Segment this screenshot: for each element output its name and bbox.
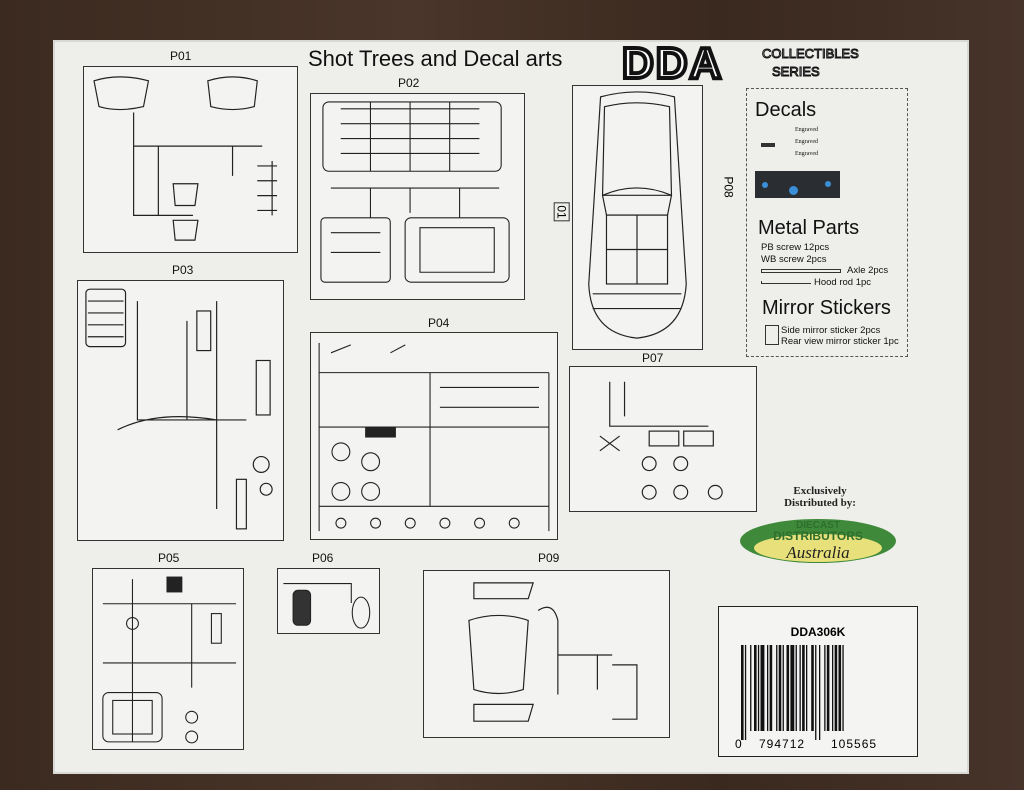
distributor: Exclusively Distributed by:: [740, 485, 900, 509]
panel-p06: [277, 568, 380, 634]
barcode-box: DDA306K 0 794712 105565: [718, 606, 918, 757]
label-p08: P08: [721, 176, 736, 198]
decals-heading: Decals: [755, 99, 817, 121]
barcode-bar: [799, 645, 801, 731]
barcode-bar: [750, 645, 752, 731]
panel-p01: [83, 66, 298, 253]
barcode-right: 105565: [831, 737, 878, 751]
barcode-bar: [754, 645, 757, 731]
logo-line2: SERIES: [772, 64, 820, 79]
barcode-bar: [767, 645, 769, 731]
barcode-bar: [834, 645, 838, 731]
engraved-1: Engraved: [795, 127, 818, 133]
dda-logo: DDA COLLECTIBLES SERIES: [620, 37, 862, 90]
barcode-bar: [778, 645, 782, 731]
metal-heading: Metal Parts: [758, 217, 860, 239]
svg-text:Australia: Australia: [785, 543, 849, 562]
mirror-sticker-icon: [765, 325, 779, 345]
panel-p09: [423, 570, 670, 738]
barcode-bar: [790, 645, 795, 731]
logo-line1: COLLECTIBLES: [762, 46, 859, 61]
panel-p02: [310, 93, 525, 300]
mirror-side: Side mirror sticker 2pcs: [781, 325, 881, 336]
label-p06: P06: [312, 551, 334, 565]
label-p01: P01: [170, 49, 192, 63]
panel-p03: [77, 280, 284, 541]
engraved-3: Engraved: [795, 151, 818, 157]
logo-letters: DDA: [622, 40, 723, 82]
barcode-bar: [741, 645, 744, 740]
axle-icon: [761, 269, 841, 273]
diecast-distributors-logo: DIECAST DISTRIBUTORS Australia: [738, 516, 898, 566]
label-p07: P07: [642, 351, 664, 365]
metal-axle: Axle 2pcs: [847, 265, 889, 276]
panel-p08: [572, 85, 703, 350]
svg-text:DIECAST: DIECAST: [796, 520, 840, 531]
barcode-bar: [795, 645, 797, 731]
svg-text:DISTRIBUTORS: DISTRIBUTORS: [773, 529, 863, 543]
barcode-bar: [760, 645, 765, 731]
sku: DDA306K: [790, 625, 846, 639]
barcode-bar: [826, 645, 830, 731]
metal-hood-rod: Hood rod 1pc: [814, 277, 872, 288]
barcode-bar: [786, 645, 790, 731]
barcode-bar: [838, 645, 842, 731]
barcode-bar: [811, 645, 814, 731]
page-title: Shot Trees and Decal arts: [308, 46, 563, 71]
barcode-bar: [802, 645, 805, 731]
barcode-bar: [806, 645, 808, 731]
barcode-bar: [842, 645, 844, 731]
panel-p05: [92, 568, 244, 750]
barcode-bar: [744, 645, 747, 740]
distributor-line1: Exclusively: [793, 485, 847, 497]
barcode-bar: [832, 645, 834, 731]
barcode-bar: [815, 645, 817, 740]
barcode: [741, 645, 844, 740]
metal-wb-screw: WB screw 2pcs: [761, 254, 827, 265]
metal-pb-screw: PB screw 12pcs: [761, 242, 830, 253]
car-tag: 01: [553, 202, 570, 222]
decal-strip: [761, 143, 775, 147]
decal-plate: [755, 171, 840, 198]
label-p05: P05: [158, 551, 180, 565]
label-p03: P03: [172, 263, 194, 277]
label-p02: P02: [398, 76, 420, 90]
label-p09: P09: [538, 551, 560, 565]
panel-p04: [310, 332, 558, 540]
hood-rod-icon: [761, 281, 811, 284]
barcode-bar: [824, 645, 826, 731]
barcode-bar: [782, 645, 784, 731]
mirror-rear: Rear view mirror sticker 1pc: [781, 336, 899, 347]
decals-box: Decals Engraved Engraved Engraved Metal …: [746, 88, 908, 357]
distributor-line2: Distributed by:: [784, 497, 856, 509]
barcode-lead: 0: [735, 737, 742, 751]
panel-p07: [569, 366, 757, 512]
mirror-heading: Mirror Stickers: [762, 297, 891, 319]
engraved-2: Engraved: [795, 139, 818, 145]
barcode-left: 794712: [759, 737, 806, 751]
barcode-bar: [757, 645, 760, 731]
barcode-bar: [769, 645, 773, 731]
barcode-bar: [819, 645, 821, 740]
label-p04: P04: [428, 316, 450, 330]
barcode-bar: [776, 645, 778, 731]
